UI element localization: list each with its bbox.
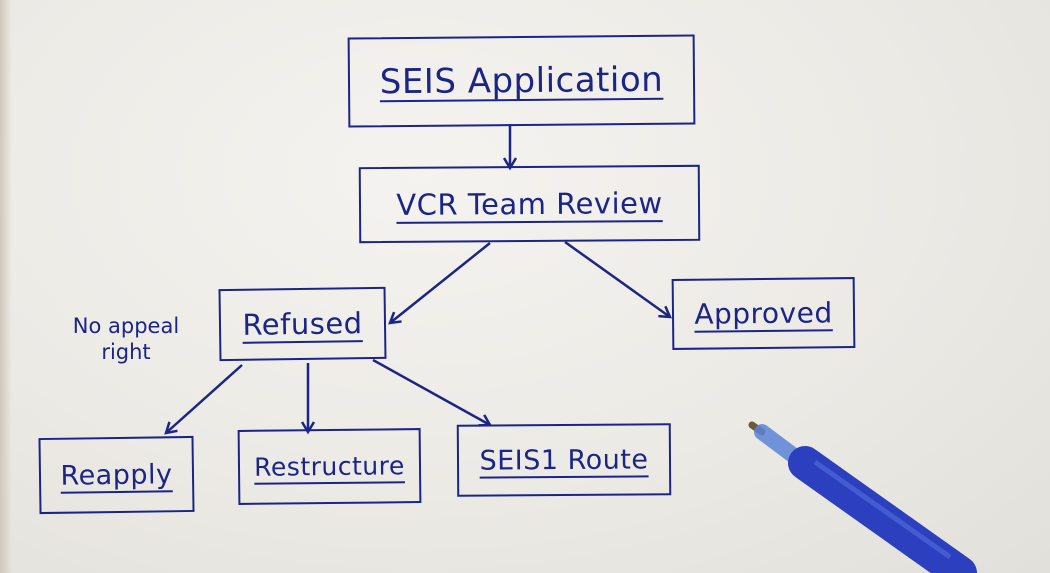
node-restructure: Restructure bbox=[237, 428, 422, 505]
annotation-no-appeal: No appeal right bbox=[56, 313, 196, 365]
annotation-line-1: No appeal bbox=[72, 314, 180, 338]
edge-vcr-to-approved bbox=[564, 240, 670, 317]
node-label: Reapply bbox=[60, 458, 173, 492]
node-label: Restructure bbox=[254, 451, 405, 482]
edge-vcr-to-refused bbox=[390, 242, 491, 323]
edge-refused-to-seis1 bbox=[372, 358, 490, 425]
node-label: VCR Team Review bbox=[396, 186, 663, 222]
node-label: SEIS1 Route bbox=[479, 443, 649, 477]
node-reapply: Reapply bbox=[38, 435, 195, 515]
edge-refused-to-reapply bbox=[166, 364, 243, 433]
node-vcr-team-review: VCR Team Review bbox=[358, 164, 701, 244]
node-label: SEIS Application bbox=[379, 59, 664, 103]
node-label: Refused bbox=[242, 306, 363, 342]
node-seis1-route: SEIS1 Route bbox=[456, 423, 672, 497]
annotation-line-2: right bbox=[101, 340, 151, 364]
node-refused: Refused bbox=[218, 286, 387, 362]
node-approved: Approved bbox=[671, 277, 856, 350]
paper-edge-shadow bbox=[0, 0, 12, 573]
pen-illustration bbox=[748, 421, 977, 573]
node-seis-application: SEIS Application bbox=[347, 34, 696, 128]
node-label: Approved bbox=[694, 296, 833, 331]
